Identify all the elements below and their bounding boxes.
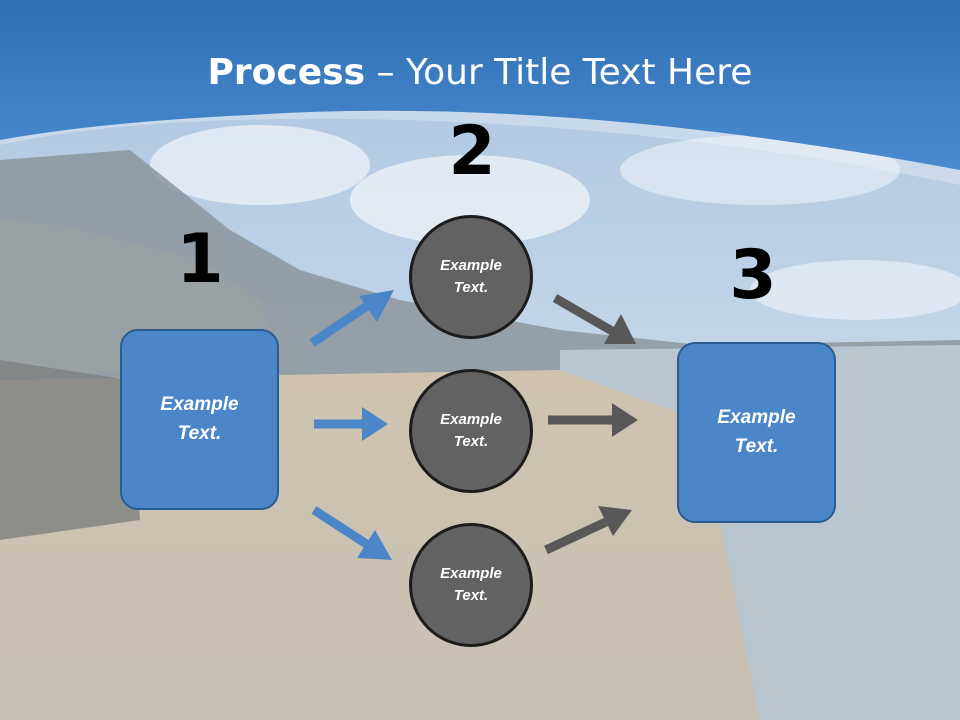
arrow-left-to-bottom <box>311 506 392 560</box>
title-bold: Process <box>207 52 366 93</box>
step-number-1: 1 <box>176 220 224 299</box>
circle-3-line-1: Example <box>440 564 502 582</box>
slide-title: Process – Your Title Text Here <box>0 52 960 93</box>
step-3-line-2: Text. <box>734 435 779 457</box>
title-rest: – Your Title Text Here <box>365 52 753 93</box>
step-number-2: 2 <box>448 112 496 191</box>
step-1-line-2: Text. <box>177 422 222 444</box>
arrow-top-to-right <box>552 294 636 344</box>
circle-1-line-2: Text. <box>453 279 489 296</box>
step-1-line-1: Example <box>160 394 239 415</box>
arrow-middle-to-right <box>548 403 638 437</box>
arrow-left-to-top <box>309 290 394 347</box>
step-number-3: 3 <box>729 236 777 315</box>
circle-2-line-1: Example <box>440 410 502 428</box>
arrow-left-to-middle <box>314 407 388 441</box>
circle-3-line-2: Text. <box>453 587 489 604</box>
arrow-bottom-to-right <box>544 506 632 555</box>
circle-2-line-2: Text. <box>453 433 489 450</box>
circle-1-line-1: Example <box>440 256 502 274</box>
step-3-line-1: Example <box>717 407 796 428</box>
